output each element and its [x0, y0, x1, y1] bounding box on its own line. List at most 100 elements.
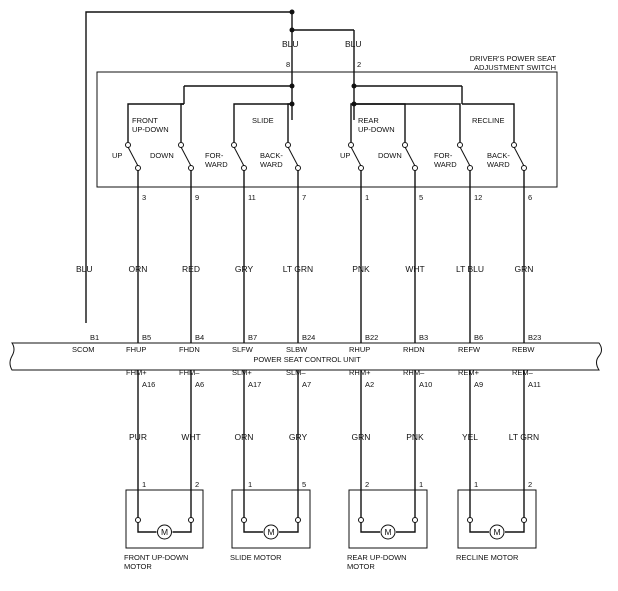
switch-contacts: UP3DOWN9FOR-WARD11BACK-WARD7UP1DOWN5FOR-… [112, 103, 532, 202]
contact-node [511, 142, 517, 148]
contact-node [241, 165, 247, 171]
output-conn-label: A6 [195, 380, 204, 389]
output-wire-color: LT GRN [509, 432, 539, 442]
contact-label: UP [340, 151, 350, 160]
common-wire-label-1: BLU [282, 39, 299, 49]
contact-label: BACK- [487, 151, 510, 160]
power-seat-control-unit: POWER SEAT CONTROL UNIT [9, 342, 602, 371]
input-wire-color: RED [182, 264, 200, 274]
output-conn-label: A16 [142, 380, 155, 389]
input-term-label: SLBW [286, 345, 308, 354]
output-term-label: FHM+ [126, 368, 147, 377]
contact-label: BACK- [260, 151, 283, 160]
input-conn-label: B23 [528, 333, 541, 342]
contact-pin-label: 12 [474, 193, 482, 202]
output-conn-label: A17 [248, 380, 261, 389]
common-wire-label-2: BLU [345, 39, 362, 49]
switch-contact: FOR-WARD 12 [408, 103, 482, 202]
motor-pin-label: 2 [528, 480, 532, 489]
input-conn-label: B24 [302, 333, 315, 342]
contact-label: DOWN [150, 151, 174, 160]
contact-node [125, 142, 131, 148]
switch-title-line-2: ADJUSTMENT SWITCH [474, 63, 556, 72]
input-conn-label: B5 [142, 333, 151, 342]
input-term-label: SLFW [232, 345, 254, 354]
switch-contact: UP 3 [112, 103, 184, 202]
switch-group-label: RECLINE [472, 116, 505, 125]
motor-pin-label: 1 [142, 480, 146, 489]
contact-pin-label: 6 [528, 193, 532, 202]
scom-wire-label: BLU [76, 264, 93, 274]
output-conn-label: A2 [365, 380, 374, 389]
contact-label: UP [112, 151, 122, 160]
motor-symbol-letter: M [384, 527, 391, 537]
contact-node [135, 165, 141, 171]
input-conn-label: B22 [365, 333, 378, 342]
contact-pin-label: 9 [195, 193, 199, 202]
input-wire-color: PNK [352, 264, 370, 274]
input-term-label: FHDN [179, 345, 200, 354]
input-wire-color: GRN [515, 264, 534, 274]
contact-pin-label: 11 [248, 193, 256, 202]
contact-node [467, 165, 473, 171]
motor-pin-label: 1 [419, 480, 423, 489]
common-feed: BLU BLU 8 2 [85, 9, 362, 323]
motor-pin-label: 2 [365, 480, 369, 489]
input-conn-label: B7 [248, 333, 257, 342]
switch-group-label: UP-DOWN [132, 125, 169, 134]
contact-pin-label: 5 [419, 193, 423, 202]
input-wire-color: GRY [235, 264, 254, 274]
switch-title-line-1: DRIVER'S POWER SEAT [470, 54, 557, 63]
output-term-label: REM– [512, 368, 534, 377]
input-term-label: REBW [512, 345, 535, 354]
contact-node [285, 142, 291, 148]
input-term-label: RHDN [403, 345, 425, 354]
contact-label: WARD [434, 160, 457, 169]
motor-symbol [489, 524, 505, 540]
control-unit-outputs: FHM+A16PUR1FHM–A6WHT2SLM+A17ORN1SLM–A7GR… [126, 368, 541, 520]
contact-node [358, 165, 364, 171]
contact-node [188, 165, 194, 171]
switch-contact: DOWN 5 [354, 103, 423, 202]
switch-contact: UP1 [340, 103, 369, 202]
contact-label: FOR- [434, 151, 453, 160]
switch-group-label: FRONT [132, 116, 158, 125]
input-conn-label: B3 [419, 333, 428, 342]
output-wire-color: ORN [235, 432, 254, 442]
motor-name: SLIDE MOTOR [230, 553, 282, 562]
contact-node [412, 165, 418, 171]
output-term-label: SLM+ [232, 368, 252, 377]
contact-label: DOWN [378, 151, 402, 160]
motor-pin-label: 1 [474, 480, 478, 489]
output-wire-color: WHT [181, 432, 200, 442]
output-conn-label: A7 [302, 380, 311, 389]
output-term-label: RHM– [403, 368, 425, 377]
contact-pin-label: 3 [142, 193, 146, 202]
control-unit-label: POWER SEAT CONTROL UNIT [253, 355, 361, 364]
motor-pin-label: 2 [195, 480, 199, 489]
motor-symbol [157, 524, 172, 540]
common-pin-label-1: 8 [286, 60, 290, 69]
input-conn-label: B6 [474, 333, 483, 342]
scom-wire: BLU B1 SCOM [72, 264, 99, 354]
motor-symbol [263, 524, 279, 540]
switch-group-label: SLIDE [252, 116, 274, 125]
input-wire-color: ORN [129, 264, 148, 274]
output-term-label: FHM– [179, 368, 200, 377]
output-wire-color: GRN [352, 432, 371, 442]
output-wire-color: YEL [462, 432, 478, 442]
contact-node [231, 142, 237, 148]
input-wire-color: LT BLU [456, 264, 484, 274]
contact-node [348, 142, 354, 148]
output-conn-label: A10 [419, 380, 432, 389]
